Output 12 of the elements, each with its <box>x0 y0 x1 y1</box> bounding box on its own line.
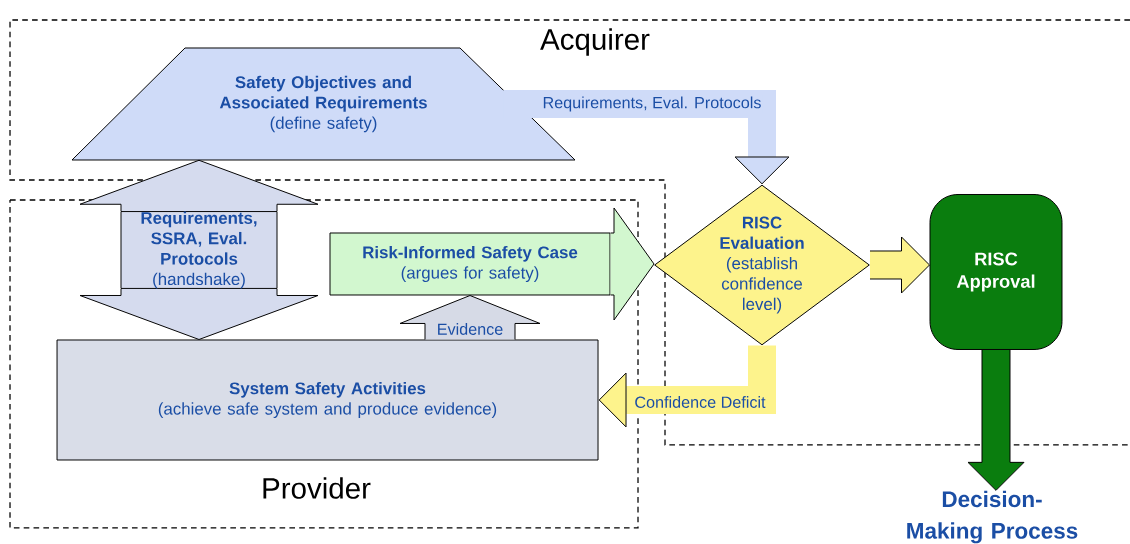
heading-text: Decision-Making Process <box>907 490 1078 544</box>
block-arrow <box>967 349 1025 491</box>
process-box: System Safety Activities (achieve safe system and produce evidence) <box>56 339 599 461</box>
rounded-box: RISC Approval <box>929 194 1063 350</box>
block-arrow <box>598 345 776 428</box>
arrow-body: Requirements, SSRA, Eval. Protocols (handshake) <box>120 211 278 289</box>
block-arrow <box>503 90 790 185</box>
block-arrow <box>869 236 930 294</box>
block-arrow <box>79 288 319 340</box>
block-arrow <box>610 207 655 321</box>
block-arrow <box>79 159 319 212</box>
arrow-body: Risk-Informed Safety Case (argues for safety) <box>329 232 611 296</box>
